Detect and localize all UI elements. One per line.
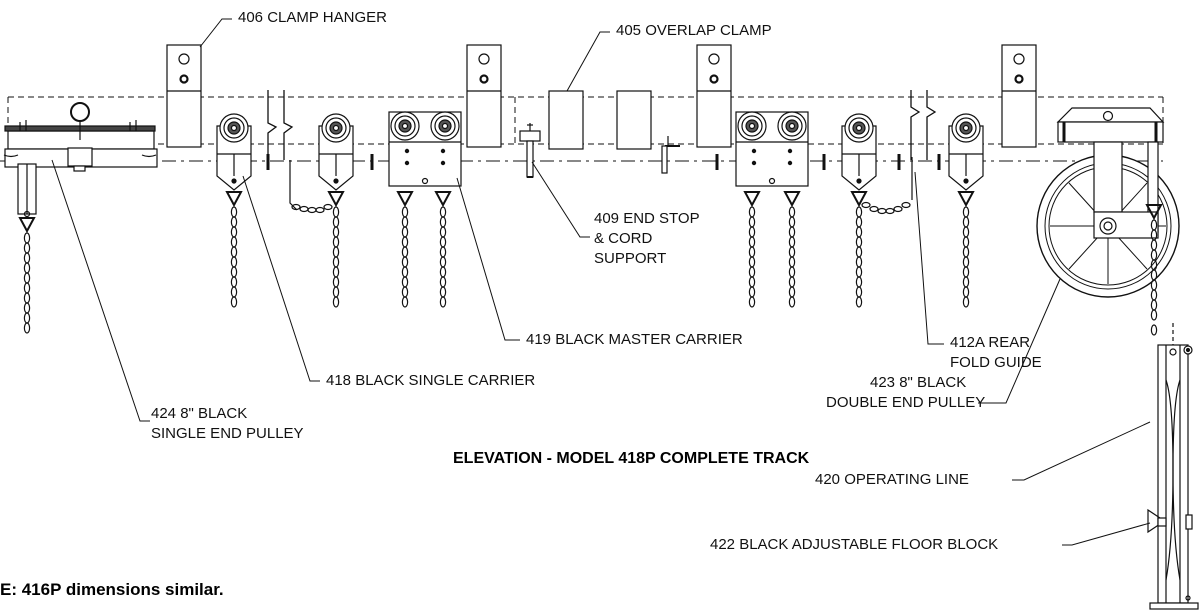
single-end-pulley [3,102,158,218]
double-end-pulley [1036,107,1180,298]
master-carrier-left [388,111,462,187]
chain-single-pulley [19,217,35,334]
end-stop-left [519,123,541,178]
overlap-clamp-left [548,90,584,150]
chain-carrier-3 [851,191,867,308]
loop-chain-right [861,201,911,215]
callout-single-pulley-line2: SINGLE END PULLEY [151,425,304,442]
callout-rear-fold-line1: 412A REAR [950,334,1031,351]
callout-end-stop-line1: 409 END STOP [594,210,700,227]
drawing-title: ELEVATION - MODEL 418P COMPLETE TRACK [453,450,810,467]
callout-master-carrier: 419 BLACK MASTER CARRIER [526,331,743,348]
chain-carrier-4 [958,191,974,308]
chain-master-left-1 [397,191,413,308]
callout-double-pulley-line2: DOUBLE END PULLEY [826,394,986,411]
callout-single-carrier: 418 BLACK SINGLE CARRIER [326,372,536,389]
callout-clamp-hanger: 406 CLAMP HANGER [238,9,387,26]
callout-floor-block: 422 BLACK ADJUSTABLE FLOOR BLOCK [710,536,999,553]
chain-master-right-2 [784,191,800,308]
fold-guide-left [289,160,298,211]
break-marks [267,90,937,160]
floor-block [1147,323,1199,610]
chain-master-right-1 [744,191,760,308]
clamp-hanger-4 [1000,43,1038,149]
leader-lines [51,18,1151,546]
end-stop-right [661,136,680,174]
callout-overlap-clamp: 405 OVERLAP CLAMP [616,22,772,39]
overlap-clamp-right [616,90,652,150]
callout-end-stop-line3: SUPPORT [594,250,667,267]
chain-master-left-2 [435,191,451,308]
clamp-hanger-1 [165,43,203,149]
callout-rear-fold-line2: FOLD GUIDE [950,354,1042,371]
clamp-hanger-2 [465,43,503,149]
callout-double-pulley-line1: 423 8" BLACK [870,374,967,391]
note-text: E: 416P dimensions similar. [0,580,224,599]
single-carrier-1 [217,114,251,190]
master-carrier-right [735,111,809,187]
single-carrier-2 [319,114,353,190]
track-ticks [266,154,941,170]
chain-carrier-1 [226,191,242,308]
loop-chain-left [291,203,333,214]
chain-link-end [1150,324,1158,336]
callout-operating-line: 420 OPERATING LINE [815,471,969,488]
single-carrier-3 [842,114,876,190]
clamp-hanger-3 [695,43,733,149]
callout-single-pulley-line1: 424 8" BLACK [151,405,248,422]
callout-end-stop-line2: & CORD [594,230,653,247]
single-carrier-4 [949,114,983,190]
